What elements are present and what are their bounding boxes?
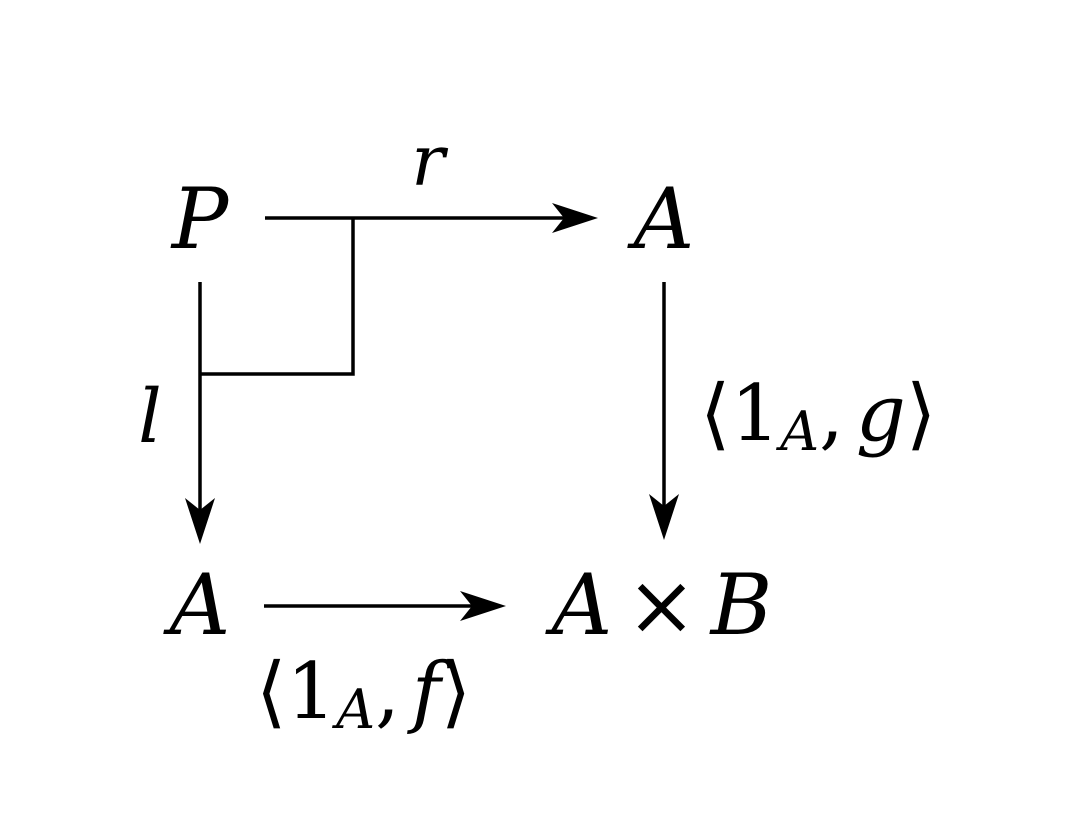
pair-f-one: 1 [286, 647, 336, 737]
arrow-g-head [649, 494, 679, 540]
node-a-top-right: A [627, 170, 695, 268]
pair-g-subscript: A [775, 400, 819, 463]
arrow-r-head [552, 203, 598, 233]
pair-f-subscript: A [331, 678, 375, 741]
pair-f-open: ⟨ [256, 647, 286, 737]
product-right: B [709, 556, 773, 654]
product-operator: × [626, 556, 696, 654]
label-r: r [411, 120, 448, 202]
arrow-f-head [460, 591, 506, 621]
label-l: l [138, 374, 162, 460]
pair-g-close: ⟩ [906, 369, 936, 459]
label-pair-g: ⟨1A,g⟩ [700, 369, 936, 463]
pair-g-comma: , [819, 369, 844, 459]
node-product: A×B [545, 556, 773, 654]
pullback-corner-marker [200, 218, 355, 376]
pair-f-close: ⟩ [441, 647, 471, 737]
pair-g-fn: g [856, 369, 906, 459]
pair-g-open: ⟨ [700, 369, 730, 459]
node-p: P [170, 170, 230, 268]
node-a-bottom-left: A [163, 556, 231, 654]
arrow-l-head [185, 498, 215, 544]
pair-g-one: 1 [730, 369, 780, 459]
product-left: A [545, 556, 613, 654]
label-pair-f: ⟨1A,f⟩ [256, 647, 471, 741]
pair-f-comma: , [375, 647, 400, 737]
